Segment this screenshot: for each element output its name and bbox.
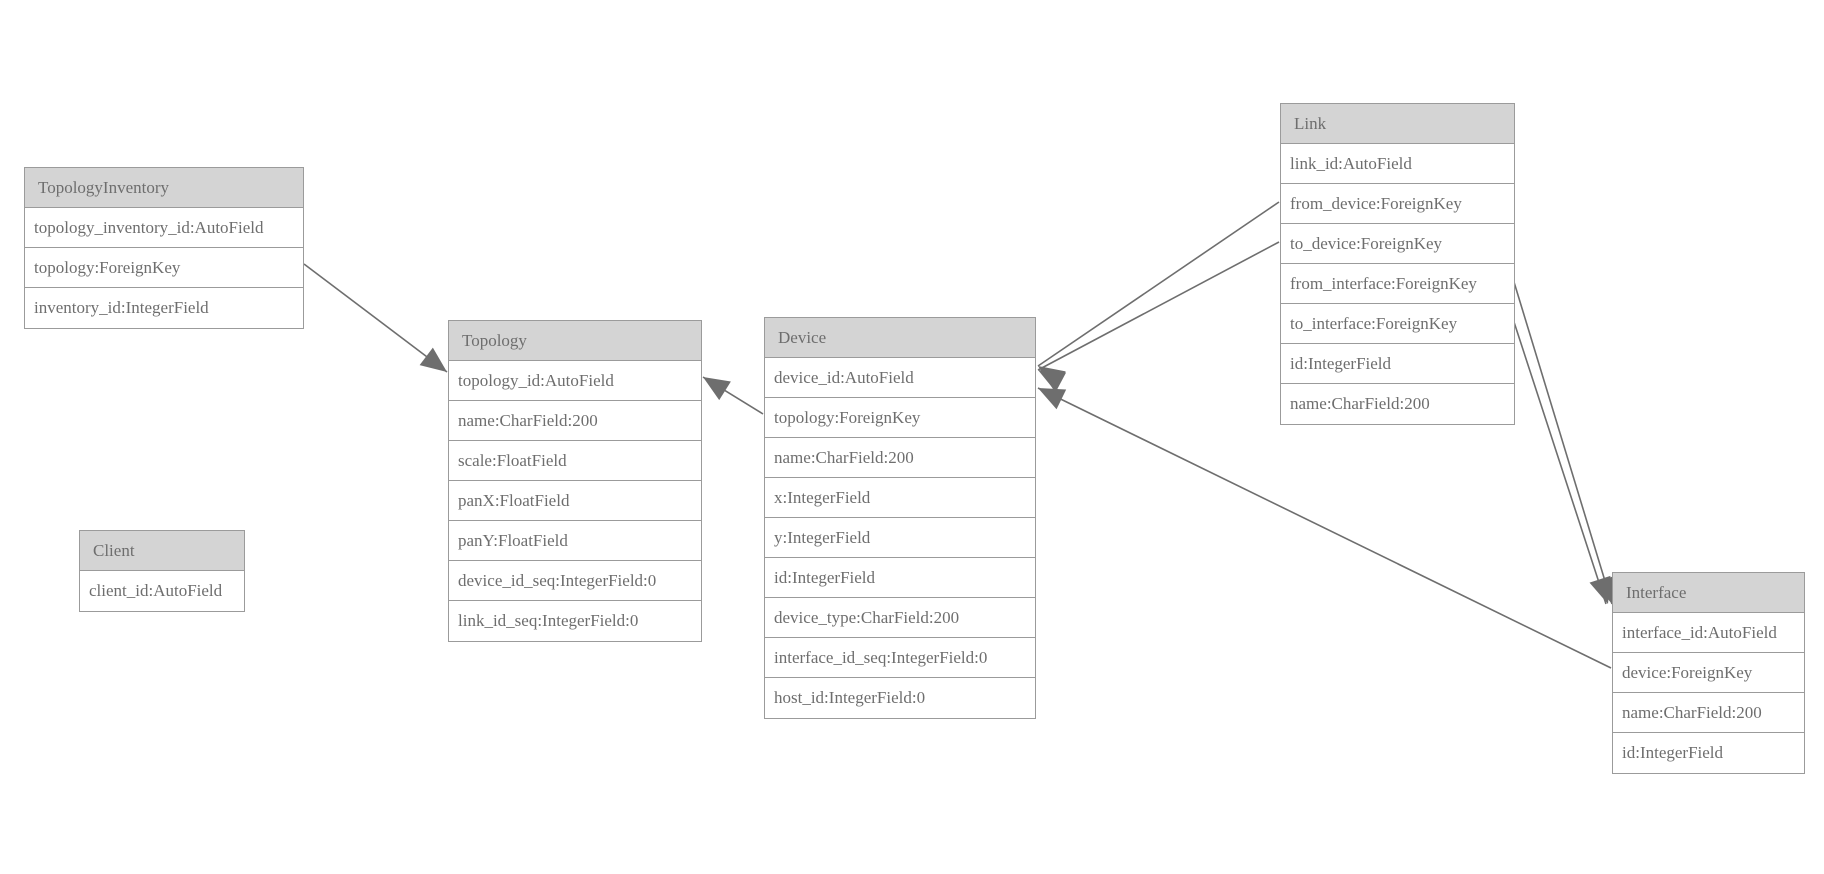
entity-field-row: topology_id:AutoField (449, 361, 701, 401)
entity-field-row: to_device:ForeignKey (1281, 224, 1514, 264)
entity-title-interface: Interface (1613, 573, 1804, 613)
relationship-line-rel-link-from-interface (1513, 281, 1613, 605)
entity-title-device: Device (765, 318, 1035, 358)
entity-field-row: name:CharField:200 (1613, 693, 1804, 733)
entity-field-row: link_id_seq:IntegerField:0 (449, 601, 701, 641)
entity-field-row: client_id:AutoField (80, 571, 244, 611)
entity-field-row: interface_id_seq:IntegerField:0 (765, 638, 1035, 678)
entity-field-row: id:IntegerField (1613, 733, 1804, 773)
entity-field-row: name:CharField:200 (449, 401, 701, 441)
entity-field-row: inventory_id:IntegerField (25, 288, 303, 328)
relationship-line-rel-link-to-device (1037, 241, 1280, 371)
relationship-arrowhead-rel-link-to-device (1038, 370, 1067, 392)
entity-field-row: topology_inventory_id:AutoField (25, 208, 303, 248)
entity-field-row: interface_id:AutoField (1613, 613, 1804, 653)
relationship-arrowhead-rel-interface-device (1038, 388, 1067, 410)
relationship-arrowhead-rel-device-topology (703, 377, 731, 401)
relationship-line-rel-link-to-interface (1513, 321, 1607, 605)
entity-field-row: id:IntegerField (765, 558, 1035, 598)
relationship-line-rel-device-topology (702, 376, 764, 415)
entity-title-topology_inventory: TopologyInventory (25, 168, 303, 208)
entity-field-row: device_id_seq:IntegerField:0 (449, 561, 701, 601)
entity-field-row: name:CharField:200 (1281, 384, 1514, 424)
entity-field-row: from_interface:ForeignKey (1281, 264, 1514, 304)
entity-field-row: to_interface:ForeignKey (1281, 304, 1514, 344)
entity-field-row: scale:FloatField (449, 441, 701, 481)
entity-field-row: device_id:AutoField (765, 358, 1035, 398)
entity-title-link: Link (1281, 104, 1514, 144)
entity-field-row: host_id:IntegerField:0 (765, 678, 1035, 718)
relationship-line-rel-topologyinventory-topology (303, 263, 448, 373)
relationship-line-rel-interface-device (1037, 387, 1612, 669)
entity-field-row: device:ForeignKey (1613, 653, 1804, 693)
entity-field-row: device_type:CharField:200 (765, 598, 1035, 638)
entity-field-row: panX:FloatField (449, 481, 701, 521)
entity-field-row: id:IntegerField (1281, 344, 1514, 384)
entity-field-row: y:IntegerField (765, 518, 1035, 558)
relationship-arrowhead-rel-link-from-device (1038, 366, 1066, 390)
entity-field-row: topology:ForeignKey (25, 248, 303, 288)
entity-field-row: panY:FloatField (449, 521, 701, 561)
entity-title-client: Client (80, 531, 244, 571)
entity-field-row: from_device:ForeignKey (1281, 184, 1514, 224)
entity-field-row: topology:ForeignKey (765, 398, 1035, 438)
entity-field-row: name:CharField:200 (765, 438, 1035, 478)
entity-field-row: x:IntegerField (765, 478, 1035, 518)
entity-field-row: link_id:AutoField (1281, 144, 1514, 184)
relationship-line-rel-link-from-device (1037, 201, 1280, 367)
entity-title-topology: Topology (449, 321, 701, 361)
